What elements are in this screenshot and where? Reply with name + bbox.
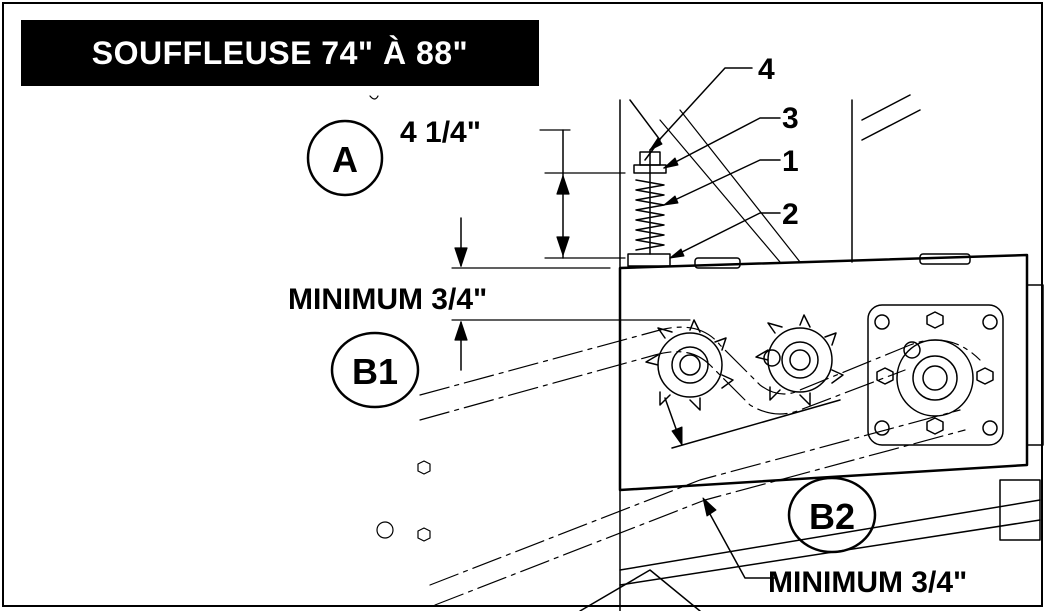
- dim-b1-arrow-up: [454, 321, 468, 341]
- part-number-3: 3: [782, 102, 799, 135]
- leader-1: [663, 159, 781, 206]
- title-text: SOUFFLEUSE 74" À 88": [91, 34, 469, 71]
- left-hex-bolt-2: [417, 527, 431, 542]
- dim-min-bottom-label: MINIMUM 3/4": [768, 566, 967, 599]
- callout-b1-label: B1: [352, 351, 398, 392]
- callout-b2-label: B2: [809, 496, 855, 537]
- upper-bracket: [629, 99, 661, 161]
- leader-4: [649, 67, 753, 151]
- slack-measure-line: [671, 399, 841, 449]
- leader-3: [663, 117, 781, 169]
- left-hex-bolt-1: [417, 460, 431, 475]
- slack-arrow-head: [671, 426, 683, 446]
- leader-4-arrow: [649, 137, 663, 151]
- title-banner: SOUFFLEUSE 74" À 88": [21, 20, 539, 86]
- part-number-1: 1: [782, 145, 799, 178]
- part-number-4: 4: [758, 53, 775, 86]
- leader-2: [669, 212, 781, 259]
- diagonal-guide: [659, 119, 781, 263]
- part-number-2: 2: [782, 198, 799, 231]
- chain-lower-return: [429, 409, 961, 586]
- leader-1-arrow: [663, 195, 679, 206]
- top-bolt-right: [919, 253, 971, 265]
- right-side-bracket: [1026, 284, 1044, 446]
- callout-b2-circle: [787, 476, 877, 554]
- upper-chute: [861, 94, 921, 141]
- idler-hub: [763, 349, 781, 367]
- tension-spring: [635, 179, 665, 251]
- small-arc: [369, 95, 379, 100]
- leader-3-arrow: [663, 157, 679, 169]
- lower-housing-line: [619, 499, 1041, 571]
- housing-plate: [618, 253, 1029, 492]
- chain-inner: [419, 351, 906, 421]
- drive-plate: [867, 304, 1004, 446]
- right-lower-bracket: [999, 479, 1041, 541]
- lower-bracket: [579, 569, 701, 612]
- dim-min-top-label: MINIMUM 3/4": [288, 283, 487, 316]
- sprocket-left: [645, 319, 734, 411]
- dim-b2-leader: [704, 504, 776, 579]
- dim-a-arrow-up: [556, 175, 570, 195]
- top-bolt-left: [694, 257, 741, 269]
- spring-nut: [639, 151, 661, 166]
- diagonal-guide-2: [679, 109, 801, 263]
- dim-a-arrow-down: [556, 236, 570, 256]
- dim-b1-arrow-down: [454, 247, 468, 267]
- dim-spring-height-label: 4 1/4": [400, 116, 481, 149]
- left-round-bolt: [376, 521, 394, 539]
- leader-2-arrow: [669, 248, 685, 259]
- callout-a-label: A: [332, 139, 358, 180]
- callout-b1-circle: [330, 331, 420, 409]
- dim-b2-arrow: [702, 497, 717, 517]
- callout-a-circle: [306, 119, 384, 197]
- sprocket-middle: [755, 314, 844, 406]
- spring-base-washer: [627, 253, 671, 267]
